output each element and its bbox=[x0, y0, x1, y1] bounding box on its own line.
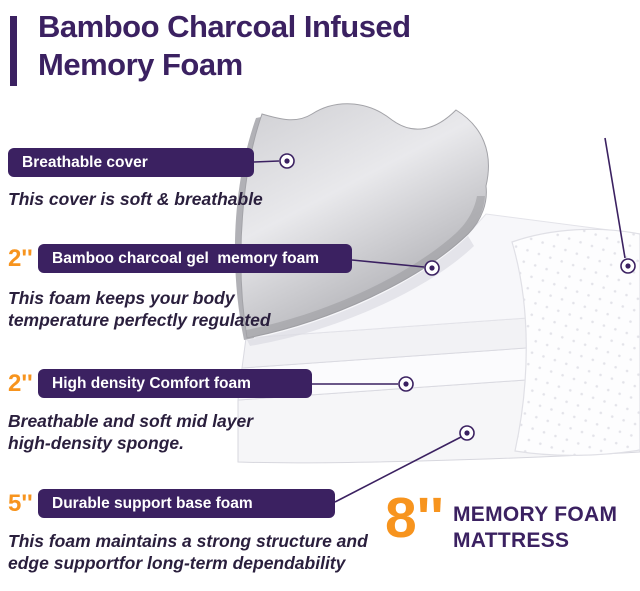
size-label-gel: 2'' bbox=[8, 245, 33, 272]
leader-line-gel bbox=[351, 259, 425, 268]
size-label-base: 5'' bbox=[8, 490, 33, 517]
marker-dot-cover-right bbox=[620, 258, 636, 274]
callout-bar-label: High density Comfort foam bbox=[52, 374, 251, 392]
leader-line-base bbox=[334, 436, 462, 503]
title-accent-bar bbox=[10, 16, 17, 86]
page-title-line1: Bamboo Charcoal Infused bbox=[38, 9, 411, 44]
product-title-line2: MATTRESS bbox=[453, 529, 570, 552]
leader-line-cover-right bbox=[604, 137, 626, 259]
leader-line-cover bbox=[253, 160, 280, 163]
marker-dot-comfort bbox=[398, 376, 414, 392]
callout-pointers bbox=[253, 137, 626, 503]
marker-dot-gel bbox=[424, 260, 440, 276]
marker-dot-base bbox=[459, 425, 475, 441]
callout-desc-breathable-cover: This cover is soft & breathable bbox=[8, 189, 263, 209]
callout-dots bbox=[279, 153, 636, 441]
callout-bar-label: Breathable cover bbox=[22, 153, 148, 171]
mattress-product-title: MEMORY FOAM MATTRESS bbox=[453, 502, 617, 554]
mattress-total-size: 8'' bbox=[385, 486, 444, 550]
callout-bar-label: Durable support base foam bbox=[52, 494, 253, 512]
callout-desc-base-foam: This foam maintains a strong structure a… bbox=[8, 531, 368, 573]
page-title-line2: Memory Foam bbox=[38, 47, 243, 82]
callout-bar-breathable-cover: Breathable cover bbox=[8, 148, 254, 177]
marker-dot-cover bbox=[279, 153, 295, 169]
product-title-line1: MEMORY FOAM bbox=[453, 503, 618, 526]
mattress-layers bbox=[234, 103, 640, 464]
callout-bar-base-foam: Durable support base foam bbox=[38, 489, 335, 518]
callout-bar-label: Bamboo charcoal gel memory foam bbox=[52, 249, 320, 267]
callout-desc-gel-foam: This foam keeps your body temperature pe… bbox=[8, 288, 271, 330]
page-title: Bamboo Charcoal Infused Memory Foam bbox=[38, 8, 411, 84]
callout-bar-gel-foam: Bamboo charcoal gel memory foam bbox=[38, 244, 352, 273]
quilted-cover-texture bbox=[512, 229, 640, 456]
callout-desc-comfort-foam: Breathable and soft mid layer high-densi… bbox=[8, 411, 254, 453]
size-label-comfort: 2'' bbox=[8, 370, 33, 397]
callout-bar-comfort-foam: High density Comfort foam bbox=[38, 369, 312, 398]
cover-curl-sheet bbox=[240, 103, 489, 339]
